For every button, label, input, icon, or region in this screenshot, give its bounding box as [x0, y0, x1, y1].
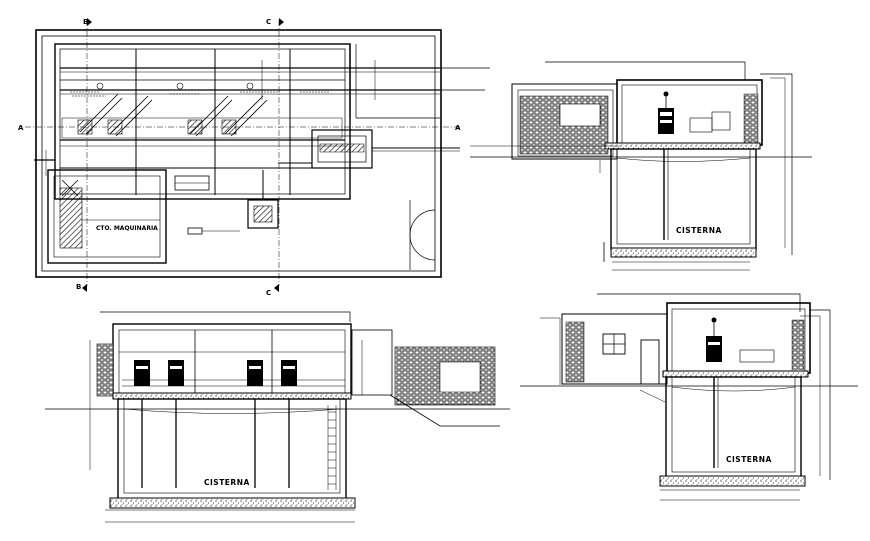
grating-band — [61, 117, 343, 139]
cistern-label-bottom-left: CISTERNA — [204, 478, 250, 487]
section-mark-b-top: B — [83, 18, 88, 26]
section-mark-c-bottom: C — [266, 289, 271, 297]
pump-units-plan — [70, 82, 330, 137]
valve-box — [311, 129, 460, 169]
discharge-pipes — [60, 60, 490, 100]
ladder — [327, 405, 337, 490]
section-mark-c-top: C — [266, 18, 271, 26]
cistern-label-bottom-right: CISTERNA — [726, 455, 772, 464]
section-top-right: CISTERNA — [470, 61, 812, 271]
machine-room — [616, 79, 763, 146]
section-mark-a-left: A — [18, 124, 24, 132]
machine-room-br — [666, 302, 811, 374]
tank-room: CTO. MAQUINARIA — [47, 169, 167, 264]
section-bottom-left: CISTERNA — [45, 311, 510, 523]
tank-room-label: CTO. MAQUINARIA — [96, 225, 158, 232]
section-bottom-right: CISTERNA — [520, 293, 858, 501]
plan-outer-wall — [35, 29, 442, 278]
sump-box — [247, 162, 312, 229]
section-lines — [25, 20, 460, 286]
pump-set — [122, 360, 345, 387]
suction-pipes — [141, 399, 290, 488]
door — [640, 339, 660, 385]
floor-plan: CTO. MAQUINARIA A A B B C C — [18, 18, 490, 297]
section-mark-a-right: A — [455, 124, 461, 132]
pump-elevation — [658, 91, 731, 134]
pump-elevation-br — [706, 317, 775, 363]
cistern-label-top-right: CISTERNA — [676, 226, 722, 235]
door-swing — [409, 200, 436, 270]
section-mark-b-bottom: B — [76, 283, 81, 291]
pump-room-wall — [54, 43, 351, 200]
